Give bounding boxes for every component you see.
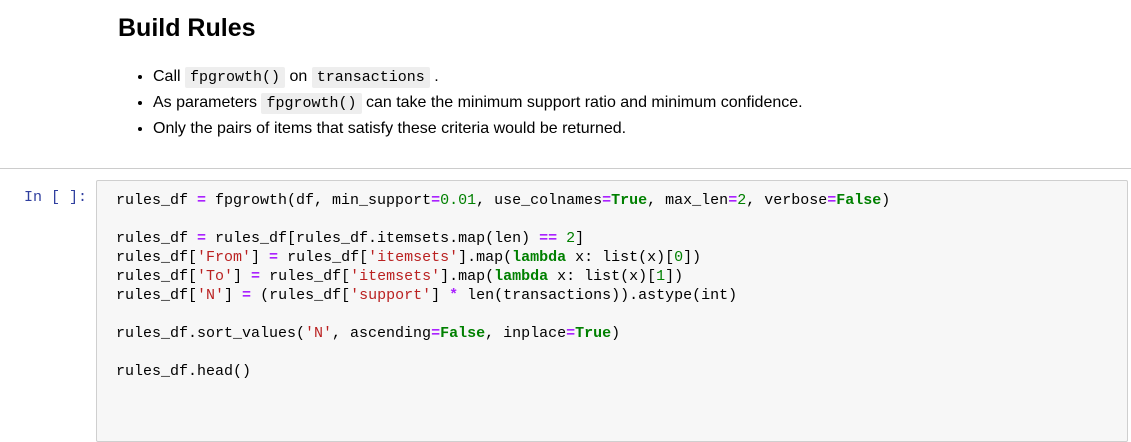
code-token: 'N': [197, 287, 225, 304]
code-token: rules_df[: [116, 268, 198, 285]
code-token: ].map(: [458, 249, 513, 266]
code-token: 0.01: [440, 192, 477, 209]
code-token: 'support': [350, 287, 432, 304]
code-token: , use_colnames: [476, 192, 603, 209]
code-token: 'To': [197, 268, 234, 285]
code-token: =: [728, 192, 738, 209]
code-token: lambda: [512, 249, 567, 266]
code-cell[interactable]: rules_df = fpgrowth(df, min_support=0.01…: [96, 180, 1128, 442]
code-token: =: [242, 287, 252, 304]
code-token: False: [440, 325, 486, 342]
code-token: , inplace: [485, 325, 567, 342]
section-heading: Build Rules: [118, 14, 256, 42]
code-line: rules_df = rules_df[rules_df.itemsets.ma…: [116, 229, 1127, 248]
bullet-text: on: [285, 68, 312, 85]
bullet-text: As parameters: [153, 94, 262, 111]
inline-code: fpgrowth(): [261, 93, 362, 114]
code-token: ]: [224, 287, 243, 304]
code-editor[interactable]: rules_df = fpgrowth(df, min_support=0.01…: [97, 181, 1127, 381]
code-token: ]: [251, 249, 270, 266]
code-token: x: list(x)[: [566, 249, 675, 266]
code-token: ].map(: [440, 268, 495, 285]
bullet-text: Only the pairs of items that satisfy the…: [153, 120, 627, 137]
code-token: *: [449, 287, 459, 304]
code-token: 'N': [305, 325, 333, 342]
code-token: =: [827, 192, 837, 209]
code-token: rules_df: [116, 192, 198, 209]
inline-code: transactions: [311, 67, 430, 88]
code-token: =: [197, 192, 207, 209]
code-token: , ascending: [332, 325, 432, 342]
code-token: ]: [431, 287, 450, 304]
code-line: [116, 305, 1127, 324]
code-token: fpgrowth(df, min_support: [206, 192, 432, 209]
code-token: 1: [656, 268, 666, 285]
code-token: =: [269, 249, 279, 266]
code-token: rules_df[: [260, 268, 351, 285]
code-token: 'itemsets': [350, 268, 441, 285]
bullet-item: As parameters fpgrowth() can take the mi…: [153, 90, 803, 116]
code-token: False: [836, 192, 882, 209]
code-token: (rules_df[: [251, 287, 351, 304]
bullet-item: Only the pairs of items that satisfy the…: [153, 116, 803, 141]
code-token: ==: [539, 230, 558, 247]
code-token: =: [602, 192, 612, 209]
code-line: [116, 343, 1127, 362]
code-token: rules_df.head(): [116, 363, 252, 380]
code-token: 'From': [197, 249, 252, 266]
code-line: rules_df['To'] = rules_df['itemsets'].ma…: [116, 267, 1127, 286]
code-token: lambda: [494, 268, 549, 285]
code-token: rules_df.sort_values(: [116, 325, 306, 342]
cell-divider: [0, 168, 1131, 169]
code-token: len(transactions)).astype(int): [458, 287, 738, 304]
code-token: =: [251, 268, 261, 285]
code-token: 2: [737, 192, 747, 209]
bullet-list: Call fpgrowth() on transactions .As para…: [133, 64, 803, 141]
code-token: =: [431, 325, 441, 342]
code-token: =: [566, 325, 576, 342]
cell-prompt: In [ ]:: [24, 189, 88, 206]
code-line: rules_df.head(): [116, 362, 1127, 381]
code-token: ]: [233, 268, 252, 285]
code-line: rules_df['From'] = rules_df['itemsets'].…: [116, 248, 1127, 267]
bullet-item: Call fpgrowth() on transactions .: [153, 64, 803, 90]
code-token: rules_df[: [116, 287, 198, 304]
code-line: rules_df = fpgrowth(df, min_support=0.01…: [116, 191, 1127, 210]
code-token: rules_df[rules_df.itemsets.map(len): [206, 230, 540, 247]
code-token: rules_df: [116, 230, 198, 247]
code-token: True: [611, 192, 648, 209]
code-token: True: [575, 325, 612, 342]
inline-code: fpgrowth(): [185, 67, 286, 88]
code-token: 0: [674, 249, 684, 266]
bullet-text: .: [429, 68, 439, 85]
code-token: x: list(x)[: [548, 268, 657, 285]
code-token: rules_df[: [278, 249, 369, 266]
code-token: rules_df[: [116, 249, 198, 266]
code-token: ): [881, 192, 891, 209]
code-token: 'itemsets': [368, 249, 459, 266]
code-token: [557, 230, 566, 247]
bullet-text: can take the minimum support ratio and m…: [361, 94, 803, 111]
code-token: ]: [575, 230, 585, 247]
code-token: ]): [665, 268, 684, 285]
code-token: ]): [683, 249, 702, 266]
code-token: =: [431, 192, 441, 209]
code-line: rules_df['N'] = (rules_df['support'] * l…: [116, 286, 1127, 305]
code-line: [116, 210, 1127, 229]
code-token: 2: [566, 230, 576, 247]
bullet-text: Call: [153, 68, 186, 85]
code-token: , max_len: [647, 192, 729, 209]
code-token: , verbose: [746, 192, 828, 209]
code-token: ): [611, 325, 621, 342]
code-line: rules_df.sort_values('N', ascending=Fals…: [116, 324, 1127, 343]
code-token: =: [197, 230, 207, 247]
